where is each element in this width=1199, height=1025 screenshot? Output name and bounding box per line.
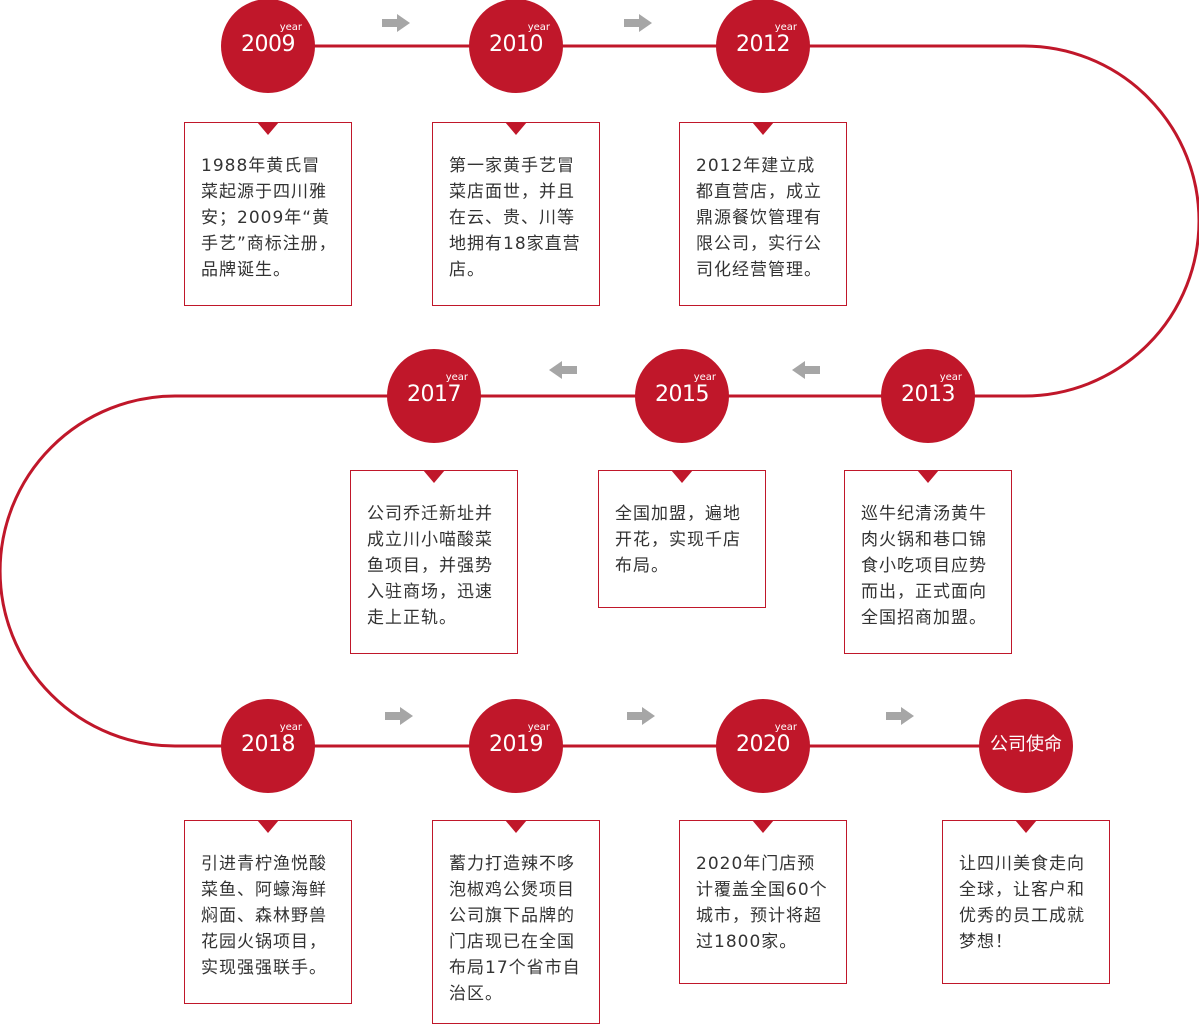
year-label: 2010: [489, 32, 544, 57]
card-pointer: [257, 122, 279, 135]
event-card: 蓄力打造辣不哆泡椒鸡公煲项目公司旗下品牌的门店现已在全国布局17个省市自治区。: [432, 820, 600, 1024]
card-pointer: [917, 470, 939, 483]
arrow-left-icon: [548, 358, 578, 382]
mission-label: 公司使命: [990, 734, 1062, 755]
mission-node: 公司使命: [979, 699, 1073, 793]
year-label: 2015: [655, 382, 710, 407]
card-text: 蓄力打造辣不哆泡椒鸡公煲项目公司旗下品牌的门店现已在全国布局17个省市自治区。: [449, 854, 581, 1004]
year-label: 2017: [407, 382, 462, 407]
arrow-right-icon: [384, 704, 414, 728]
card-text: 让四川美食走向全球，让客户和优秀的员工成就梦想！: [959, 854, 1085, 952]
year-suffix: year: [939, 372, 962, 383]
track-row-2: [0, 394, 1025, 748]
card-pointer: [671, 470, 693, 483]
arrow-right-icon: [381, 11, 411, 35]
card-text: 全国加盟，遍地开花，实现千店布局。: [615, 504, 741, 576]
year-suffix: year: [279, 22, 302, 33]
card-pointer: [423, 470, 445, 483]
year-suffix: year: [279, 722, 302, 733]
card-pointer: [257, 820, 279, 833]
card-text: 1988年黄氏冒菜起源于四川雅安；2009年“黄手艺”商标注册，品牌诞生。: [201, 156, 337, 280]
arrow-right-icon: [885, 704, 915, 728]
mission-card: 让四川美食走向全球，让客户和优秀的员工成就梦想！: [942, 820, 1110, 984]
card-text: 公司乔迁新址并成立川小喵酸菜鱼项目，并强势入驻商场，迅速走上正轨。: [367, 504, 493, 628]
card-text: 引进青柠渔悦酸菜鱼、阿蠔海鲜焖面、森林野兽花园火锅项目，实现强强联手。: [201, 854, 327, 978]
card-text: 2012年建立成都直营店，成立鼎源餐饮管理有限公司，实行公司化经营管理。: [696, 156, 822, 280]
year-label: 2018: [241, 732, 296, 757]
arrow-right-icon: [623, 11, 653, 35]
year-label: 2009: [241, 32, 296, 57]
event-card: 2020年门店预计覆盖全国60个城市，预计将超过1800家。: [679, 820, 847, 984]
year-suffix: year: [527, 722, 550, 733]
card-pointer: [752, 122, 774, 135]
card-text: 2020年门店预计覆盖全国60个城市，预计将超过1800家。: [696, 854, 828, 952]
year-suffix: year: [527, 22, 550, 33]
year-label: 2019: [489, 732, 544, 757]
event-card: 2012年建立成都直营店，成立鼎源餐饮管理有限公司，实行公司化经营管理。: [679, 122, 847, 306]
year-suffix: year: [693, 372, 716, 383]
card-pointer: [505, 820, 527, 833]
event-card: 巡牛纪清汤黄牛肉火锅和巷口锦食小吃项目应势而出，正式面向全国招商加盟。: [844, 470, 1012, 654]
year-suffix: year: [774, 22, 797, 33]
event-card: 公司乔迁新址并成立川小喵酸菜鱼项目，并强势入驻商场，迅速走上正轨。: [350, 470, 518, 654]
card-text: 第一家黄手艺冒菜店面世，并且在云、贵、川等地拥有18家直营店。: [449, 156, 581, 280]
card-pointer: [752, 820, 774, 833]
year-label: 2013: [901, 382, 956, 407]
event-card: 引进青柠渔悦酸菜鱼、阿蠔海鲜焖面、森林野兽花园火锅项目，实现强强联手。: [184, 820, 352, 1004]
card-text: 巡牛纪清汤黄牛肉火锅和巷口锦食小吃项目应势而出，正式面向全国招商加盟。: [861, 504, 987, 628]
event-card: 第一家黄手艺冒菜店面世，并且在云、贵、川等地拥有18家直营店。: [432, 122, 600, 306]
event-card: 1988年黄氏冒菜起源于四川雅安；2009年“黄手艺”商标注册，品牌诞生。: [184, 122, 352, 306]
year-label: 2020: [736, 732, 791, 757]
arrow-right-icon: [626, 704, 656, 728]
card-pointer: [1015, 820, 1037, 833]
year-label: 2012: [736, 32, 791, 57]
year-suffix: year: [774, 722, 797, 733]
year-suffix: year: [445, 372, 468, 383]
track-row-1: [268, 44, 1199, 398]
arrow-left-icon: [791, 358, 821, 382]
event-card: 全国加盟，遍地开花，实现千店布局。: [598, 470, 766, 608]
card-pointer: [505, 122, 527, 135]
